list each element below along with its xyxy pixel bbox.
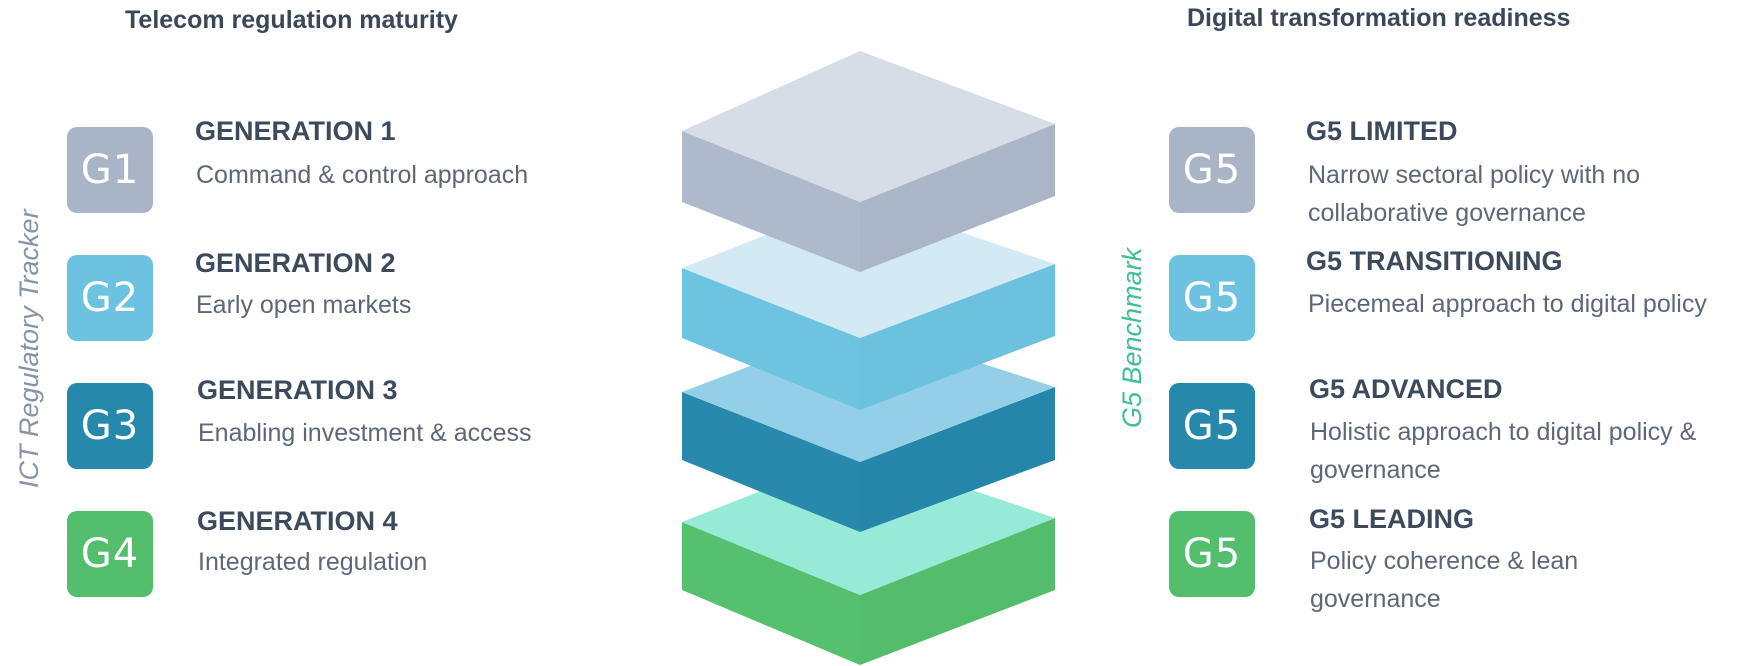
layer-g3-left <box>682 392 860 532</box>
g5-limited-title: G5 LIMITED <box>1306 116 1458 146</box>
g5-advanced-desc: Holistic approach to digital policy & go… <box>1310 418 1697 484</box>
badge-g5-limited: G5 <box>1169 127 1255 213</box>
generation-4-title: GENERATION 4 <box>197 506 398 536</box>
badge-g5-transitioning: G5 <box>1169 255 1255 341</box>
generation-3-desc: Enabling investment & access <box>198 419 532 447</box>
g5-limited-desc: Narrow sectoral policy with no collabora… <box>1308 161 1641 227</box>
g5-transitioning-title: G5 TRANSITIONING <box>1306 246 1563 276</box>
layer-g4-left <box>682 522 860 665</box>
layer-g3-right <box>860 387 1055 532</box>
generation-2-desc: Early open markets <box>196 291 412 319</box>
g5-leading-title: G5 LEADING <box>1309 504 1475 534</box>
g5-advanced-title: G5 ADVANCED <box>1309 374 1503 404</box>
generation-2-title: GENERATION 2 <box>195 248 396 278</box>
g5-transitioning-desc: Piecemeal approach to digital policy <box>1308 290 1707 318</box>
right-heading: Digital transformation readiness <box>1187 4 1571 32</box>
badge-g5-advanced: G5 <box>1169 383 1255 469</box>
layer-g1-right <box>860 124 1055 272</box>
layer-g1-top <box>682 51 1055 202</box>
layer-g2-right <box>860 264 1055 410</box>
badge-g4: G4 <box>67 511 153 597</box>
badge-g5-leading: G5 <box>1169 511 1255 597</box>
g5-leading-desc: Policy coherence & lean governance <box>1310 547 1579 613</box>
layer-g1 <box>682 51 1055 272</box>
badge-g1: G1 <box>67 127 153 213</box>
badge-g2: G2 <box>67 255 153 341</box>
generation-1-desc: Command & control approach <box>196 161 529 189</box>
layer-g1-left <box>682 131 860 272</box>
layer-g4-right <box>860 518 1055 665</box>
generation-4-desc: Integrated regulation <box>198 548 428 576</box>
generation-3-title: GENERATION 3 <box>197 375 398 405</box>
layer-g2-left <box>682 268 860 410</box>
left-heading: Telecom regulation maturity <box>125 6 458 34</box>
badge-g3: G3 <box>67 383 153 469</box>
generation-1-title: GENERATION 1 <box>195 116 396 146</box>
